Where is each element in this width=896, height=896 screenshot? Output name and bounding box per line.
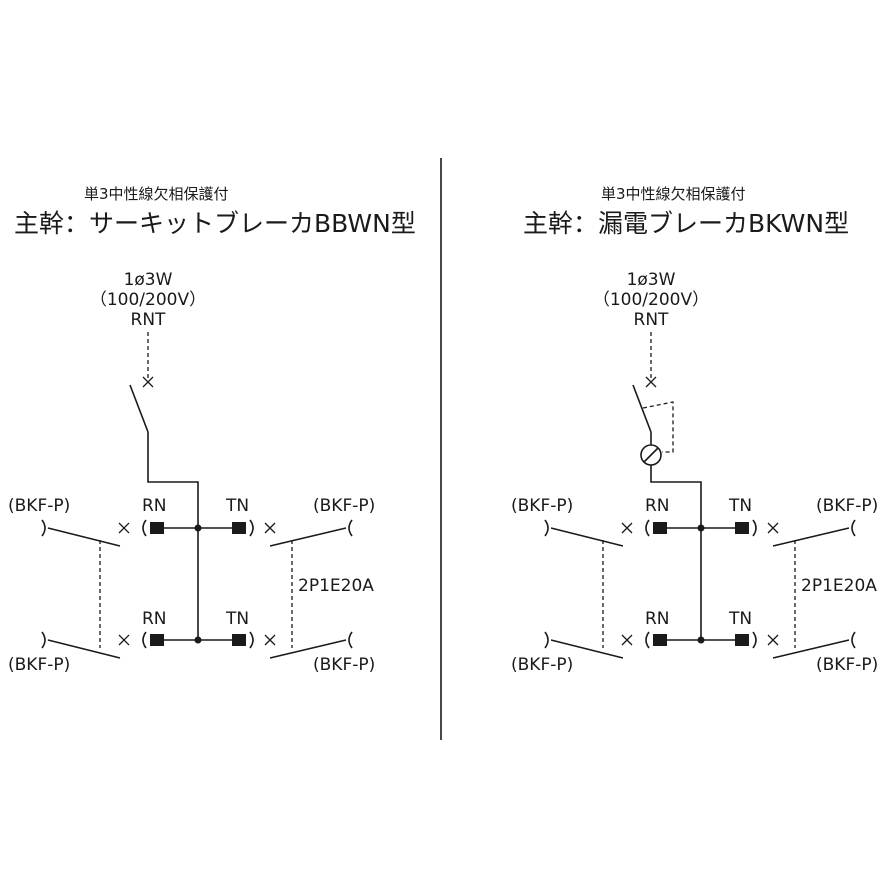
right-tn-bottom: TN <box>729 609 753 629</box>
left-rn-bottom: RN <box>142 609 167 629</box>
right-bkf-bottom-left: (BKF-P) <box>511 655 574 675</box>
right-rating: 2P1E20A <box>801 576 877 596</box>
right-main-breaker <box>632 332 702 640</box>
left-bkf-top-left: (BKF-P) <box>8 496 71 516</box>
right-title: 主幹：漏電ブレーカBKWN型 <box>523 209 850 238</box>
left-bkf-top-right: (BKF-P) <box>313 496 376 516</box>
left-bkf-bottom-right: (BKF-P) <box>313 655 376 675</box>
right-bkf-top-right: (BKF-P) <box>816 496 879 516</box>
right-supply-line1: 1ø3W <box>626 270 676 290</box>
right-supply-line2: （100/200V） <box>592 290 710 310</box>
left-tn-bottom: TN <box>226 609 250 629</box>
right-subtitle: 単3中性線欠相保護付 <box>601 185 746 203</box>
right-tn-top: TN <box>729 496 753 516</box>
right-bkf-top-left: (BKF-P) <box>511 496 574 516</box>
right-diagram <box>544 332 856 659</box>
right-branch-top <box>544 519 856 547</box>
left-bkf-bottom-left: (BKF-P) <box>8 655 71 675</box>
right-rn-bottom: RN <box>645 609 670 629</box>
right-supply-line3: RNT <box>633 310 669 330</box>
left-title: 主幹：サーキットブレーカBBWN型 <box>14 209 416 238</box>
right-branch-bottom <box>544 631 856 659</box>
left-tn-top: TN <box>226 496 250 516</box>
left-supply-line1: 1ø3W <box>123 270 173 290</box>
right-bkf-bottom-right: (BKF-P) <box>816 655 879 675</box>
left-rating: 2P1E20A <box>298 576 374 596</box>
left-branch-bottom <box>41 631 353 659</box>
right-rn-top: RN <box>645 496 670 516</box>
left-supply-line3: RNT <box>130 310 166 330</box>
left-subtitle: 単3中性線欠相保護付 <box>84 185 229 203</box>
left-rn-top: RN <box>142 496 167 516</box>
left-main-breaker <box>129 332 199 640</box>
left-supply-line2: （100/200V） <box>89 290 207 310</box>
left-branch-top <box>41 519 353 547</box>
left-diagram <box>41 332 353 659</box>
